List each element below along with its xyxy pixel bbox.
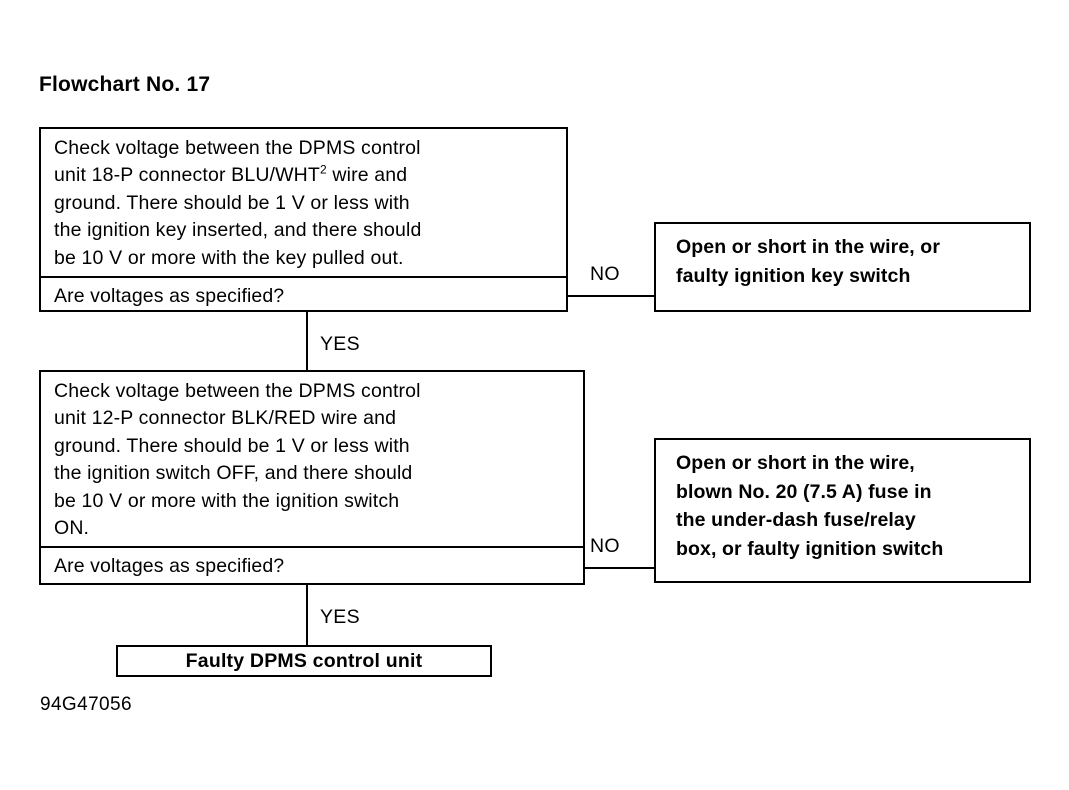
branch-label-yes-2: YES [320,606,360,628]
flow-step-2-body: Check voltage between the DPMS control u… [41,372,583,546]
terminal-label: Faulty DPMS control unit [185,649,423,672]
branch-label-yes-1: YES [320,333,360,355]
connector-step2-no [585,567,654,569]
step1-superscript: 2 [319,162,327,177]
step1-line-3: ground. There should be 1 V or less with [54,191,410,214]
step1-line-1: Check voltage between the DPMS control [54,137,421,159]
step1-line-5: be 10 V or more with the key pulled out. [54,246,404,269]
connector-step2-yes [306,585,308,645]
step1-line-4: the ignition key inserted, and there sho… [54,219,422,242]
connector-step1-yes [306,312,308,370]
step1-line-2-text: unit 18-P connector BLU/WHT [54,164,320,187]
step2-line-4: the ignition switch OFF, and there shoul… [54,462,413,485]
step2-line-3: ground. There should be 1 V or less with [54,434,410,457]
step1-divider [41,276,566,279]
step2-divider [41,546,583,549]
step2-line-5: be 10 V or more with the ignition switch [54,489,400,512]
step1-line-2: unit 18-P connector BLU/WHT2 wire and [54,162,553,189]
branch-label-no-1: NO [590,263,620,285]
step2-line-2: unit 12-P connector BLK/RED wire and [54,407,397,430]
step1-line-2-tail: wire and [326,164,408,187]
result1-line-2: faulty ignition key switch [676,264,911,287]
step2-line-6: ON. [54,517,90,540]
flow-terminal-box: Faulty DPMS control unit [116,645,492,677]
flow-step-2-question: Are voltages as specified? [54,555,285,578]
result2-line-4: box, or faulty ignition switch [676,537,944,560]
flow-step-1-body: Check voltage between the DPMS control u… [41,129,566,276]
connector-step1-no [568,295,654,297]
result1-line-1: Open or short in the wire, or [676,236,941,258]
figure-code: 94G47056 [40,694,132,715]
flow-step-1-box: Check voltage between the DPMS control u… [39,127,568,312]
flow-step-2-box: Check voltage between the DPMS control u… [39,370,585,585]
result2-line-1: Open or short in the wire, [676,452,915,474]
branch-label-no-2: NO [590,535,620,557]
flow-result-2-box: Open or short in the wire, blown No. 20 … [654,438,1031,583]
step2-line-1: Check voltage between the DPMS control [54,380,421,402]
result2-line-3: the under-dash fuse/relay [676,509,916,531]
result2-line-2: blown No. 20 (7.5 A) fuse in [676,480,932,503]
flow-result-1-box: Open or short in the wire, or faulty ign… [654,222,1031,312]
flow-step-1-question: Are voltages as specified? [54,285,285,308]
page-title: Flowchart No. 17 [39,73,211,96]
